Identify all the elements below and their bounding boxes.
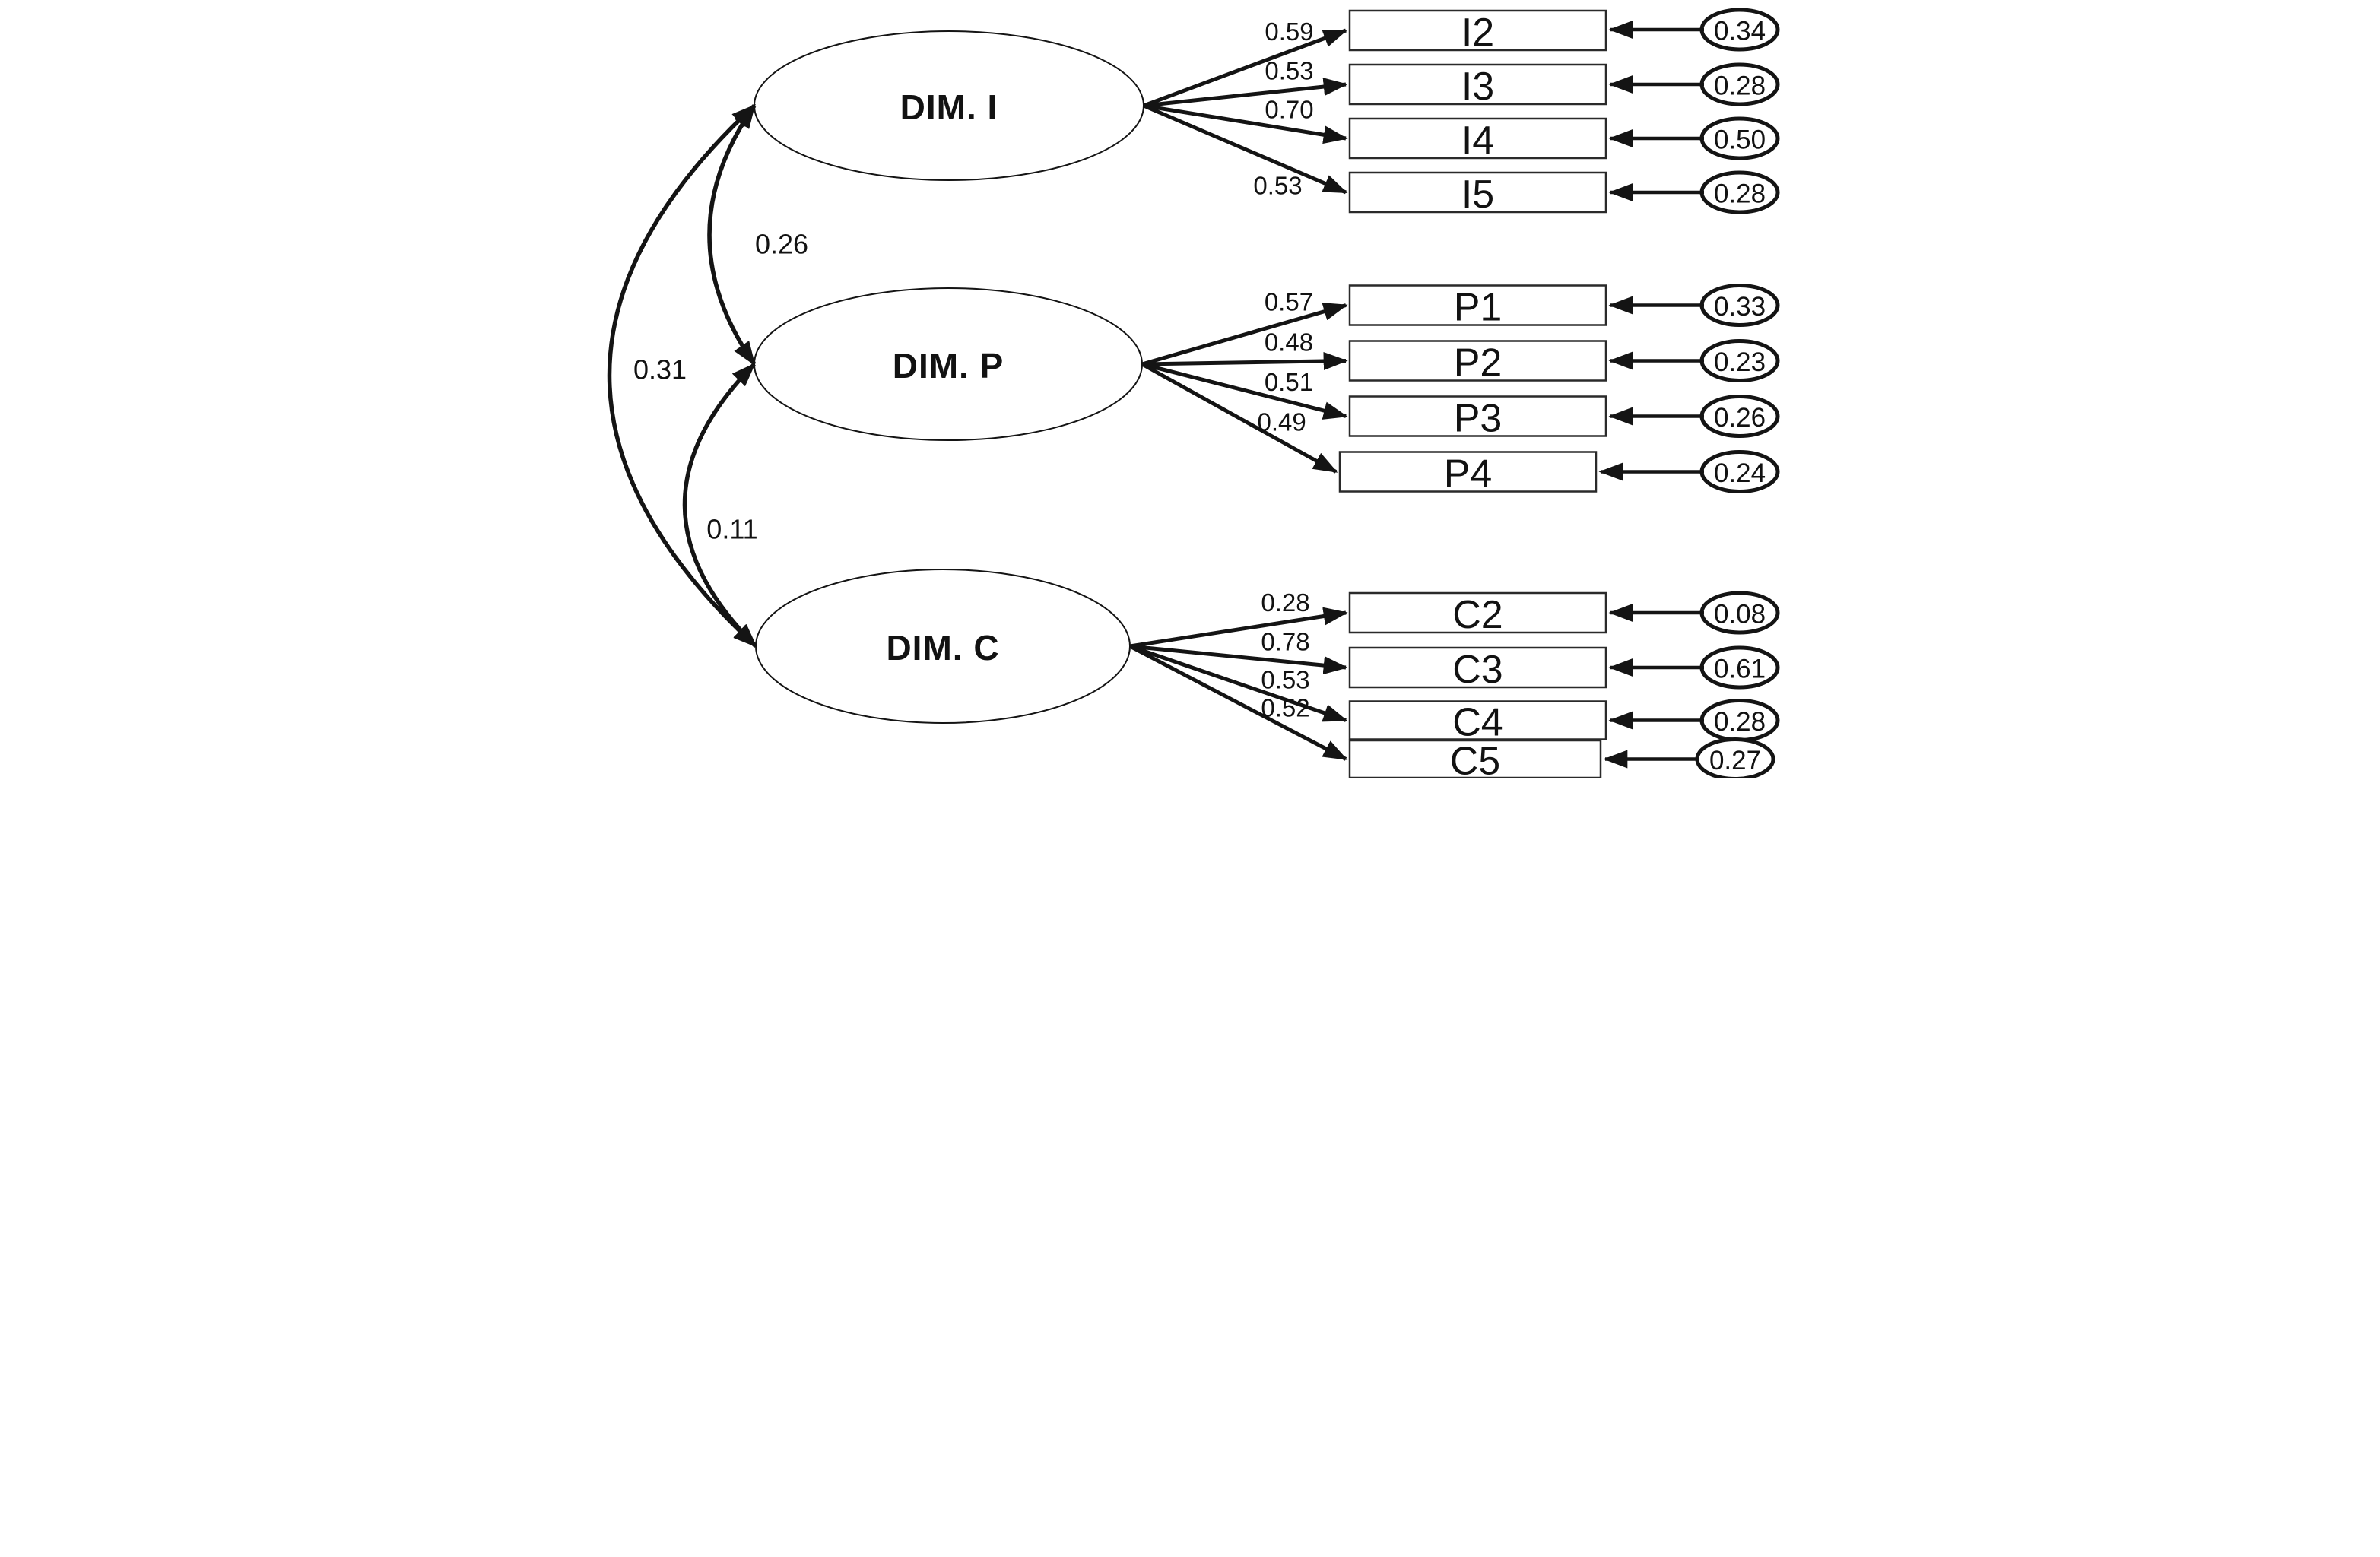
loading-label-I4: 0.70 <box>1265 95 1313 123</box>
loading-label-C5: 0.52 <box>1261 693 1309 721</box>
loading-label-I3: 0.53 <box>1265 56 1313 84</box>
loading-label-P3: 0.51 <box>1264 368 1312 396</box>
latent-label-dim_i: DIM. I <box>900 87 998 127</box>
loading-arrow-P1 <box>1141 303 1348 366</box>
loading-label-P2: 0.48 <box>1264 328 1312 356</box>
indicator-label-P3: P3 <box>1453 397 1502 441</box>
loading-arrow-P3 <box>1141 362 1348 420</box>
indicator-label-P1: P1 <box>1453 286 1502 330</box>
loading-label-C2: 0.28 <box>1261 588 1309 617</box>
indicator-box-C3 <box>1348 646 1607 689</box>
correlation-label-i_p: 0.26 <box>754 229 808 260</box>
loading-label-P1: 0.57 <box>1264 288 1312 316</box>
loading-arrow-I3 <box>1143 78 1348 108</box>
indicator-box-I3 <box>1348 63 1607 106</box>
correlation-curve-i_c <box>607 103 757 648</box>
loading-label-I2: 0.59 <box>1265 17 1313 46</box>
correlation-label-i_c: 0.31 <box>633 354 686 385</box>
indicator-label-I4: I4 <box>1461 119 1493 163</box>
indicator-label-I5: I5 <box>1461 173 1493 217</box>
loading-arrow-C3 <box>1129 644 1348 675</box>
error-label-P4: 0.24 <box>1713 458 1765 488</box>
loading-label-I5: 0.53 <box>1253 172 1302 200</box>
indicator-box-I5 <box>1348 171 1607 214</box>
indicator-label-P4: P4 <box>1443 452 1492 496</box>
loading-arrow-I4 <box>1143 103 1348 144</box>
loading-arrow-I2 <box>1142 28 1347 108</box>
indicator-box-I2 <box>1348 9 1607 52</box>
error-label-I2: 0.34 <box>1713 17 1765 46</box>
loading-arrow-I5 <box>1142 103 1347 195</box>
indicator-box-P3 <box>1348 395 1607 437</box>
indicator-label-P2: P2 <box>1453 341 1502 385</box>
loading-arrow-P2 <box>1141 351 1348 370</box>
indicator-label-C4: C4 <box>1452 701 1503 745</box>
error-label-C2: 0.08 <box>1713 600 1765 629</box>
indicator-box-C4 <box>1348 700 1607 740</box>
loading-label-C4: 0.53 <box>1261 666 1309 694</box>
loading-label-P4: 0.49 <box>1257 407 1306 436</box>
labels-layer: 0.59 0.53 0.70 0.53 0.57 0.48 0.51 0.49 0.28 0.78… <box>633 17 1313 721</box>
indicator-label-I3: I3 <box>1461 65 1493 109</box>
correlation-label-p_c: 0.11 <box>706 514 757 545</box>
error-label-P3: 0.26 <box>1713 403 1765 433</box>
indicator-box-P1 <box>1348 284 1607 326</box>
loading-arrow-C5 <box>1128 644 1347 761</box>
error-label-P2: 0.23 <box>1713 347 1765 377</box>
correlation-curve-p_c <box>682 363 757 648</box>
error-label-I4: 0.50 <box>1713 125 1765 155</box>
loading-arrow-P4 <box>1141 362 1338 474</box>
indicator-label-C5: C5 <box>1449 740 1499 779</box>
indicator-box-C5 <box>1348 739 1601 778</box>
error-label-C5: 0.27 <box>1709 746 1760 775</box>
indicator-label-I2: I2 <box>1461 11 1493 55</box>
latent-label-dim_p: DIM. P <box>892 346 1004 385</box>
loading-label-C3: 0.78 <box>1261 628 1309 656</box>
indicator-label-C3: C3 <box>1452 648 1503 692</box>
error-label-P1: 0.33 <box>1713 292 1765 322</box>
indicator-box-I4 <box>1348 117 1607 160</box>
loading-arrow-C2 <box>1129 607 1348 648</box>
error-label-C3: 0.61 <box>1713 655 1765 684</box>
error-label-I5: 0.28 <box>1713 179 1765 209</box>
error-label-I3: 0.28 <box>1713 71 1765 101</box>
indicator-label-C2: C2 <box>1452 593 1503 637</box>
indicator-box-C2 <box>1348 591 1607 634</box>
indicator-box-P4 <box>1338 451 1597 493</box>
loading-arrow-C4 <box>1128 644 1348 722</box>
latent-label-dim_c: DIM. C <box>886 628 999 668</box>
indicator-box-P2 <box>1348 340 1607 382</box>
error-label-C4: 0.28 <box>1713 707 1765 737</box>
edges-layer <box>607 21 1704 769</box>
